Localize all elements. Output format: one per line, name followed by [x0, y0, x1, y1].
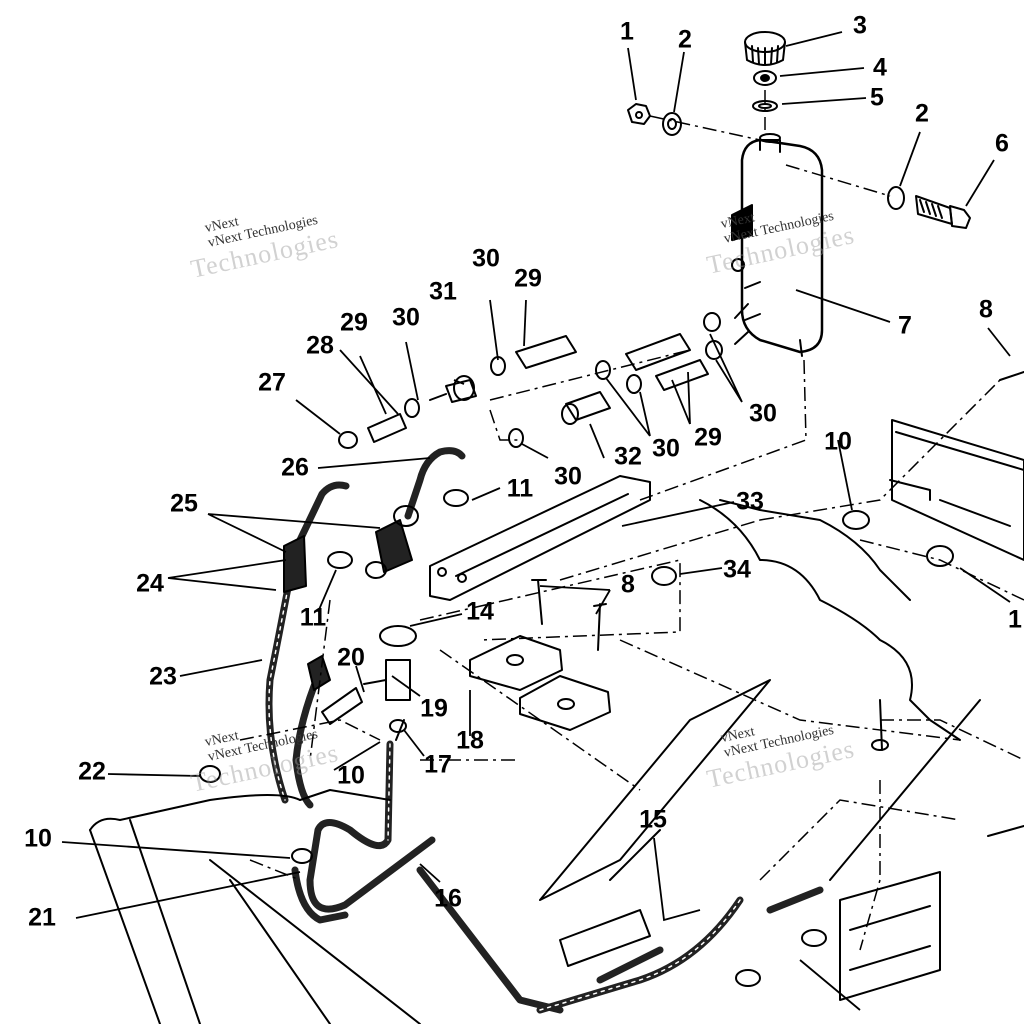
callout-10: 10 — [824, 427, 852, 456]
callout-8: 8 — [621, 570, 635, 599]
clamps — [199, 489, 954, 987]
callout-18: 18 — [456, 726, 484, 755]
couplers — [283, 505, 419, 691]
callout-19: 19 — [420, 694, 448, 723]
callout-14: 14 — [466, 597, 494, 626]
callout-21: 21 — [28, 903, 56, 932]
callout-11: 11 — [299, 603, 327, 632]
callout-11: 11 — [506, 474, 534, 503]
callout-10: 10 — [24, 824, 52, 853]
nut-34 — [651, 566, 677, 586]
callout-31: 31 — [429, 277, 457, 306]
callout-1: 1 — [620, 17, 634, 46]
callout-32: 32 — [614, 442, 642, 471]
callout-17: 17 — [424, 750, 452, 779]
reservoir-tank — [731, 133, 824, 357]
bracket-33 — [429, 475, 651, 601]
callout-34: 34 — [723, 555, 751, 584]
callout-16: 16 — [434, 884, 462, 913]
callout-28: 28 — [306, 331, 334, 360]
callout-30: 30 — [392, 303, 420, 332]
callout-1: 1 — [1008, 605, 1022, 634]
callout-26: 26 — [281, 453, 309, 482]
chassis — [89, 499, 961, 1024]
callout-23: 23 — [149, 662, 177, 691]
callout-33: 33 — [736, 487, 764, 516]
heat-exchanger — [539, 679, 981, 1001]
callout-5: 5 — [870, 83, 884, 112]
bolts-8 — [531, 371, 1024, 837]
callout-leaders — [61, 31, 1011, 1011]
callout-30: 30 — [554, 462, 582, 491]
callout-30: 30 — [749, 399, 777, 428]
callout-22: 22 — [78, 757, 106, 786]
callout-30: 30 — [472, 244, 500, 273]
callout-15: 15 — [639, 805, 667, 834]
callout-29: 29 — [514, 264, 542, 293]
callout-10: 10 — [337, 761, 365, 790]
callout-29: 29 — [340, 308, 368, 337]
callout-30: 30 — [652, 434, 680, 463]
callout-4: 4 — [873, 53, 887, 82]
callout-24: 24 — [136, 569, 164, 598]
callout-27: 27 — [258, 368, 286, 397]
callout-6: 6 — [995, 129, 1009, 158]
callout-2: 2 — [678, 25, 692, 54]
hose-stripes — [268, 555, 741, 1011]
callout-25: 25 — [170, 489, 198, 518]
callout-20: 20 — [337, 643, 365, 672]
callout-8: 8 — [979, 295, 993, 324]
filler-cap — [744, 31, 786, 112]
callout-3: 3 — [853, 11, 867, 40]
assembly-lines — [239, 90, 1024, 951]
side-plate — [889, 419, 1024, 561]
callout-7: 7 — [898, 311, 912, 340]
callout-2: 2 — [915, 99, 929, 128]
callout-29: 29 — [694, 423, 722, 452]
mount-brackets — [469, 635, 611, 731]
tee-fitting — [321, 625, 417, 741]
